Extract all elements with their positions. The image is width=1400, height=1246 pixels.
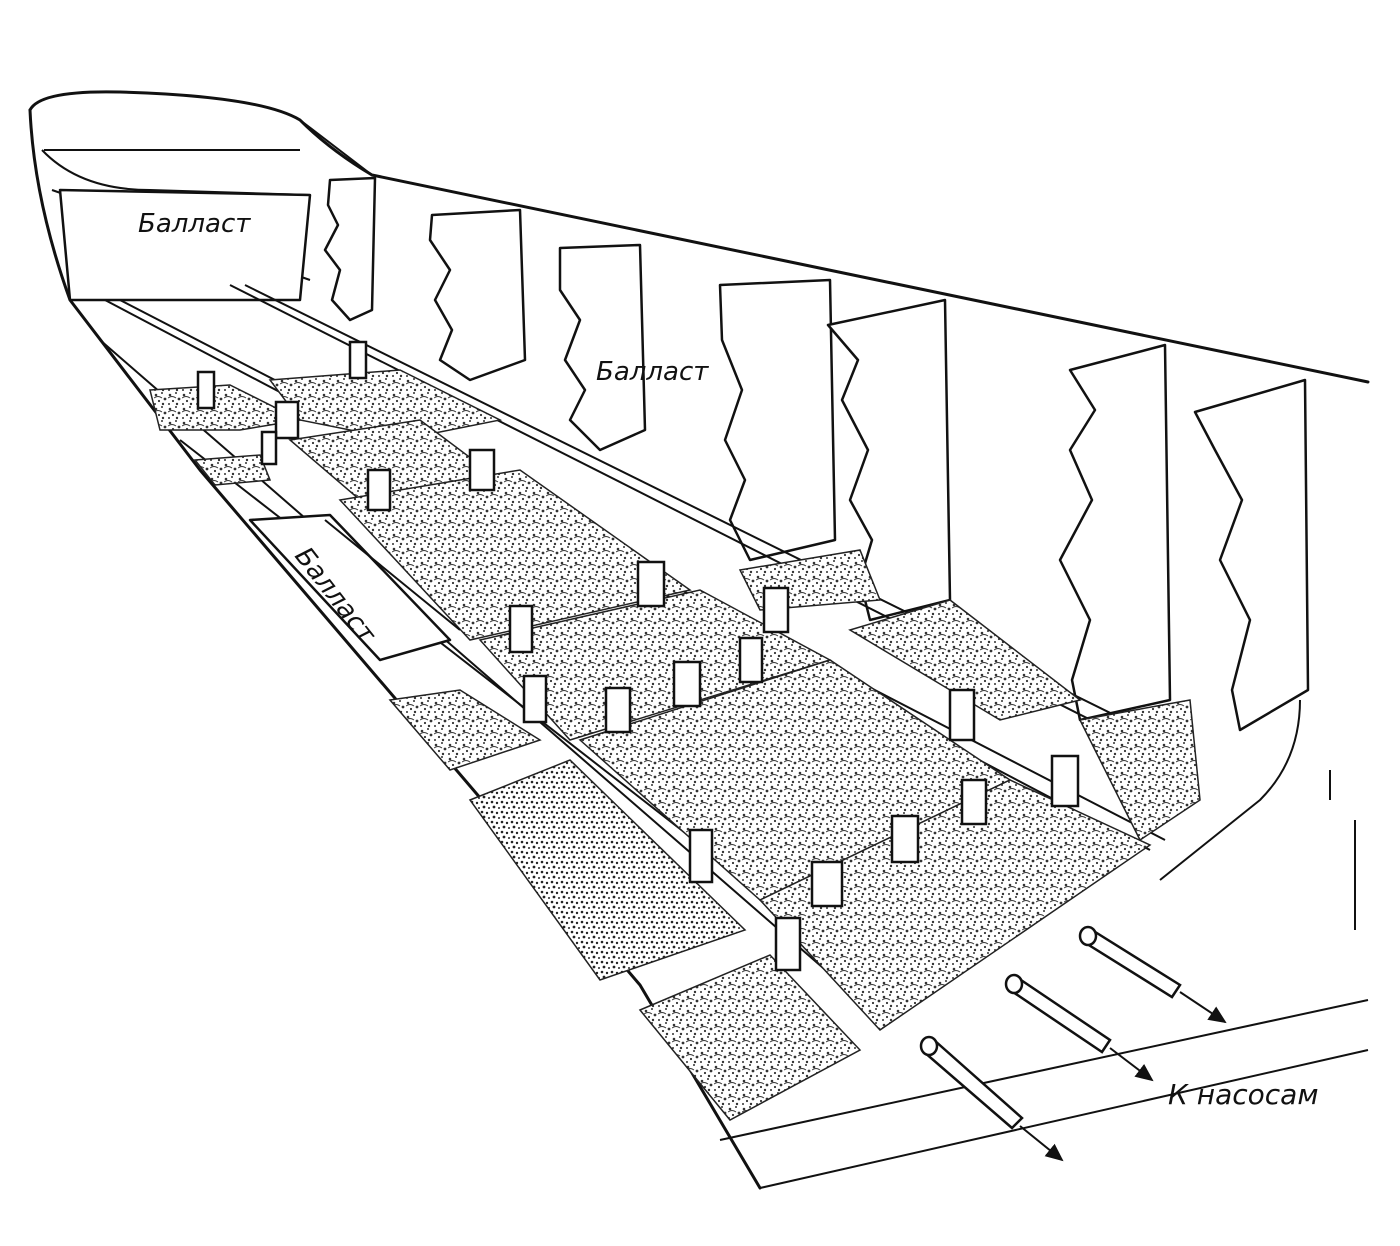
- pipe-arrow-3: [1019, 1125, 1064, 1162]
- plate-6: [468, 448, 496, 492]
- suction-pipes: [919, 925, 1227, 1162]
- side-ballast-tank: [248, 513, 461, 662]
- cargo-tanks: [149, 369, 1201, 1121]
- wing-tank-4: [193, 454, 272, 486]
- plate-15: [1050, 754, 1080, 808]
- wing-tank-1: [468, 759, 747, 981]
- plate-7: [508, 604, 534, 654]
- to-pumps-label: К насосам: [1168, 1078, 1318, 1111]
- pipe-2: [1008, 976, 1112, 1054]
- bulkhead-1: [323, 176, 377, 322]
- cargo-tank-7: [758, 779, 1152, 1031]
- bulkhead-7: [1193, 378, 1310, 732]
- pipe-arrow-2: [1109, 1047, 1154, 1082]
- cargo-tank-10: [738, 549, 882, 611]
- plate-2: [274, 400, 300, 440]
- plate-3: [260, 430, 278, 466]
- plate-19: [688, 828, 714, 884]
- tank-cleaning-plates: [196, 340, 1080, 972]
- ballast-label-top: Балласт: [138, 209, 251, 239]
- pipe-3: [922, 1038, 1024, 1130]
- pipe-arrow-1: [1179, 991, 1227, 1024]
- bulkhead-6: [1058, 343, 1172, 722]
- plate-10: [738, 636, 764, 684]
- plate-20: [774, 916, 802, 972]
- plate-12: [604, 686, 632, 734]
- pipe-1: [1082, 928, 1182, 999]
- bulkhead-5: [826, 298, 952, 622]
- plate-16: [960, 778, 988, 826]
- plate-4: [348, 340, 368, 380]
- plate-8: [636, 560, 666, 608]
- cargo-tank-9: [1078, 699, 1201, 842]
- bulkhead-4: [718, 278, 837, 562]
- bulkhead-2: [428, 208, 527, 382]
- ballast-label-middle: Балласт: [596, 357, 709, 387]
- plate-11: [522, 674, 548, 724]
- cargo-tank-4: [338, 469, 692, 641]
- forward-ballast-tank: [58, 188, 312, 302]
- plate-18: [810, 860, 844, 908]
- bulkhead-3: [558, 243, 647, 452]
- plate-13: [672, 660, 702, 708]
- bulkheads: [323, 176, 1310, 732]
- plate-17: [890, 814, 920, 864]
- wing-tank-3: [388, 689, 542, 771]
- plate-14: [948, 688, 976, 742]
- cargo-tank-1: [149, 384, 303, 431]
- wing-tank-2: [638, 954, 862, 1121]
- plate-9: [762, 586, 790, 634]
- plate-1: [196, 370, 216, 410]
- plate-5: [366, 468, 392, 512]
